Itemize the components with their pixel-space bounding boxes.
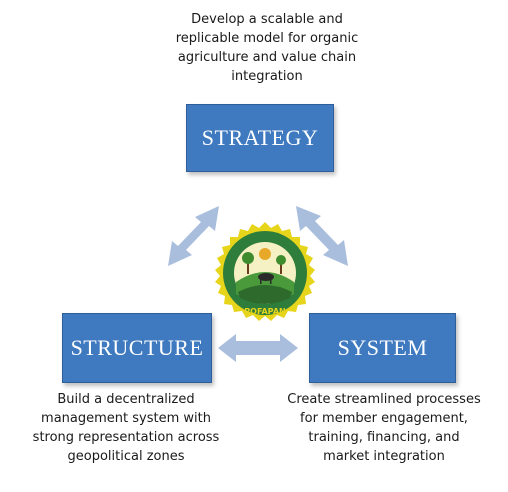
structure-description-line: geopolitical zones <box>67 449 185 464</box>
system-description: Create streamlined processes for member … <box>284 390 484 466</box>
structure-label: STRUCTURE <box>70 335 204 360</box>
strategy-description-line: integration <box>231 69 303 84</box>
strategy-description: Develop a scalable and replicable model … <box>160 10 374 86</box>
system-description-line: training, financing, and <box>308 430 460 445</box>
structure-description-line: Build a decentralized <box>57 392 195 407</box>
system-label: SYSTEM <box>337 335 428 360</box>
system-box: SYSTEM <box>309 313 456 383</box>
strategy-description-line: agriculture and value chain <box>177 50 357 65</box>
system-description-line: Create streamlined processes <box>287 392 481 407</box>
structure-description-line: management system with <box>41 411 211 426</box>
arrow-strategy-system <box>296 206 348 266</box>
strategy-label: STRATEGY <box>201 125 319 150</box>
pofapan-logo: POFAPAN <box>215 222 315 321</box>
system-description-line: market integration <box>323 449 445 464</box>
structure-description: Build a decentralized management system … <box>24 390 228 466</box>
structure-box: STRUCTURE <box>62 313 212 383</box>
strategy-box: STRATEGY <box>186 104 334 172</box>
arrow-structure-system <box>218 334 298 362</box>
structure-description-line: strong representation across <box>32 430 220 445</box>
system-description-line: for member engagement, <box>300 411 468 426</box>
arrow-structure-strategy <box>168 206 219 266</box>
strategy-description-line: Develop a scalable and <box>191 12 343 27</box>
strategy-description-line: replicable model for organic <box>175 31 359 46</box>
logo-text: POFAPAN <box>244 307 285 316</box>
